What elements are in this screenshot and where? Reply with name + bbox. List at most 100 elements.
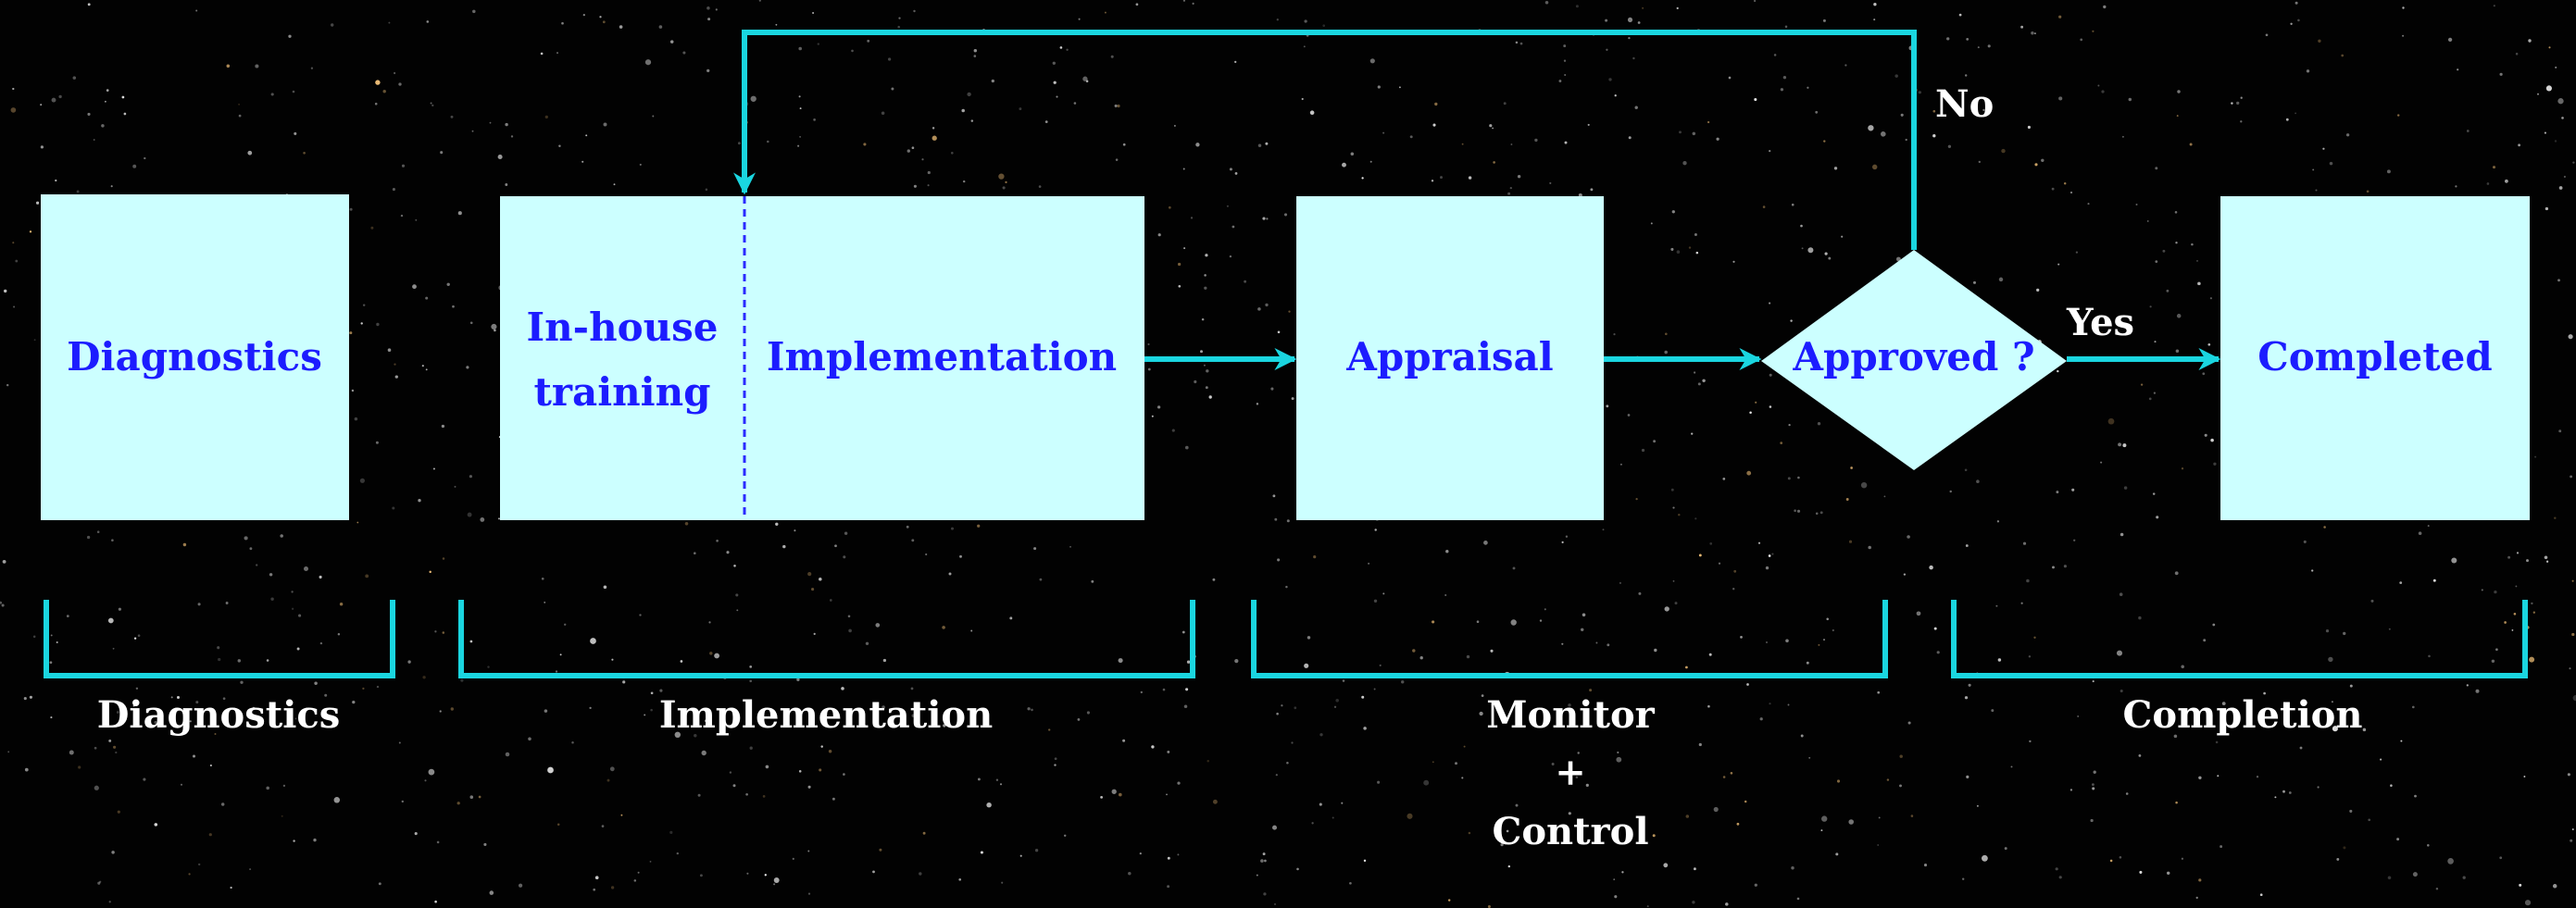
star-dot <box>10 107 17 113</box>
star-dot <box>1157 233 1161 237</box>
star-dot <box>93 139 95 141</box>
star-dot <box>421 365 424 367</box>
star-dot <box>1800 734 1804 738</box>
star-dot <box>2505 179 2508 183</box>
star-dot <box>561 21 564 25</box>
inhouse-training-label-line2: training <box>533 369 710 415</box>
star-dot <box>2090 818 2094 823</box>
star-dot <box>942 626 945 629</box>
star-dot <box>2390 784 2393 787</box>
star-dot <box>2531 602 2533 605</box>
star-dot <box>394 71 396 75</box>
star-dot <box>911 146 915 150</box>
star-dot <box>973 48 978 53</box>
approved-decision-diamond <box>1761 250 2067 470</box>
star-dot <box>247 150 253 155</box>
star-dot <box>238 114 242 118</box>
star-dot <box>1936 651 1940 654</box>
star-dot <box>0 601 3 604</box>
star-dot <box>2174 211 2178 214</box>
star-dot <box>351 389 355 392</box>
star-dot <box>2412 872 2418 877</box>
star-dot <box>2528 39 2532 43</box>
star-dot <box>541 577 544 580</box>
star-dot <box>1848 819 1854 825</box>
star-dot <box>319 575 322 579</box>
star-dot <box>1916 611 1921 616</box>
star-dot <box>1807 247 1814 254</box>
star-dot <box>1785 639 1789 643</box>
star-dot <box>78 765 81 769</box>
star-dot <box>189 720 192 723</box>
star-dot <box>911 539 915 542</box>
star-dot <box>1653 440 1657 443</box>
star-dot <box>2318 39 2321 43</box>
star-dot <box>749 746 753 750</box>
star-dot <box>418 499 421 503</box>
star-dot <box>1907 535 1910 539</box>
star-dot <box>1483 541 1488 545</box>
star-dot <box>1363 727 1367 730</box>
star-dot <box>650 691 654 695</box>
star-dot <box>2196 259 2198 262</box>
star-dot <box>1183 247 1186 250</box>
star-dot <box>898 17 901 19</box>
star-dot <box>2400 740 2403 742</box>
star-dot <box>1976 804 1979 807</box>
star-dot <box>684 522 689 526</box>
star-dot <box>1182 0 1185 2</box>
star-dot <box>428 768 435 776</box>
star-dot <box>1823 639 1825 641</box>
star-dot <box>2128 97 2132 102</box>
star-dot <box>2138 753 2142 757</box>
star-dot <box>1052 61 1056 65</box>
star-dot <box>1374 529 1377 531</box>
star-dot <box>436 840 440 844</box>
star-dot <box>2341 54 2345 57</box>
star-dot <box>1782 76 1787 80</box>
star-dot <box>2101 90 2105 93</box>
star-dot <box>2128 331 2132 335</box>
star-dot <box>2491 659 2495 664</box>
star-dot <box>40 104 43 106</box>
star-dot <box>2265 33 2269 37</box>
star-dot <box>230 886 232 889</box>
star-dot <box>2343 846 2346 850</box>
star-dot <box>1877 844 1880 846</box>
star-dot <box>2295 1 2298 5</box>
star-dot <box>2466 130 2470 132</box>
star-dot <box>1947 144 1952 148</box>
star-dot <box>2558 186 2563 190</box>
star-dot <box>2203 639 2207 642</box>
star-dot <box>1319 802 1322 806</box>
star-dot <box>1432 620 1435 624</box>
star-dot <box>1728 76 1732 80</box>
star-dot <box>2202 372 2206 376</box>
star-dot <box>294 717 297 720</box>
star-dot <box>851 49 854 53</box>
star-dot <box>2545 206 2549 211</box>
star-dot <box>650 708 653 712</box>
star-dot <box>882 658 887 663</box>
star-dot <box>505 183 508 186</box>
star-dot <box>812 11 815 15</box>
star-dot <box>450 707 454 711</box>
star-dot <box>2336 857 2340 861</box>
star-dot <box>2331 701 2333 703</box>
star-dot <box>2189 143 2193 146</box>
star-dot <box>269 573 273 577</box>
star-dot <box>1796 897 1800 901</box>
star-dot <box>478 795 481 799</box>
star-dot <box>1019 854 1022 857</box>
star-dot <box>1910 815 1914 817</box>
star-dot <box>1111 789 1117 794</box>
star-dot <box>288 34 292 38</box>
star-dot <box>415 218 418 221</box>
star-dot <box>2322 147 2325 150</box>
star-dot <box>2466 684 2469 687</box>
star-dot <box>2052 566 2055 569</box>
star-dot <box>2198 776 2202 780</box>
star-dot <box>2154 341 2157 343</box>
star-dot <box>1313 555 1317 559</box>
star-dot <box>32 635 36 639</box>
